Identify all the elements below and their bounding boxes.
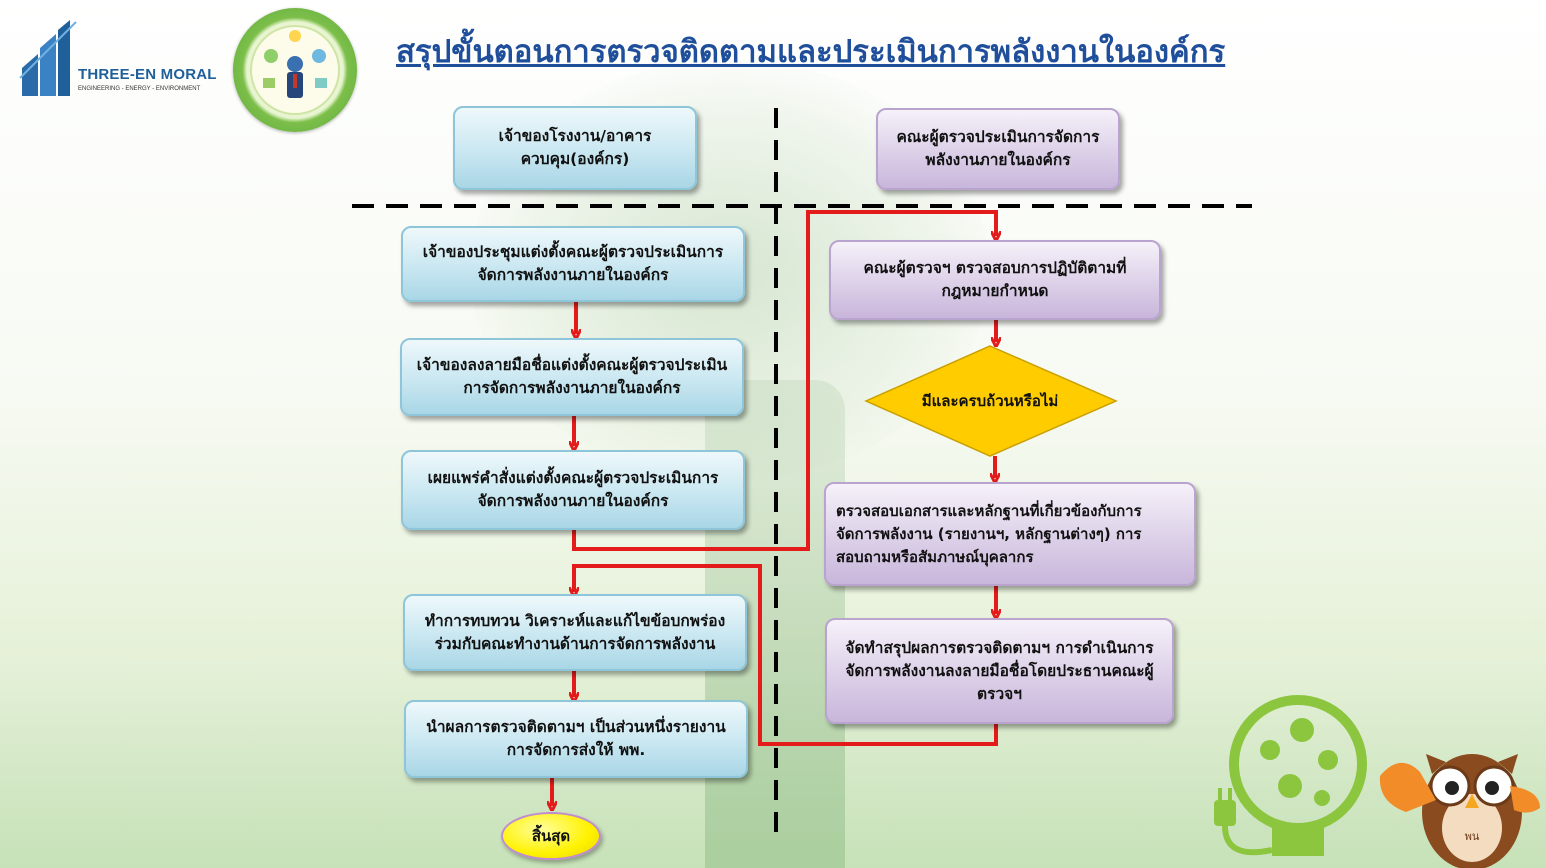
plug-icon <box>1214 788 1273 856</box>
company-logo: THREE-EN MORAL ENGINEERING - ENERGY - EN… <box>18 18 233 100</box>
energy-emblem-icon <box>233 8 357 132</box>
page-title: สรุปขั้นตอนการตรวจติดตามและประเมินการพลั… <box>396 34 1226 70</box>
right-step-2: ตรวจสอบเอกสารและหลักฐานที่เกี่ยวข้องกับก… <box>824 482 1196 586</box>
brand-name: THREE-EN MORAL <box>78 66 217 83</box>
right-step-1-label: คณะผู้ตรวจฯ ตรวจสอบการปฏิบัติตามที่กฎหมา… <box>863 259 1127 300</box>
arrow-left3-to-right1 <box>572 210 996 551</box>
lane-header-owner-label: เจ้าของโรงงาน/อาคารควบคุม(องค์กร) <box>498 127 652 168</box>
left-step-4-label: ทำการทบทวน วิเคราะห์และแก้ไขข้อบกพร่องร่… <box>424 611 726 653</box>
lane-header-auditors: คณะผู้ตรวจประเมินการจัดการพลังงานภายในอง… <box>876 108 1120 190</box>
decision-label: มีและครบถ้วนหรือไม่ <box>921 391 1059 410</box>
lane-header-owner: เจ้าของโรงงาน/อาคารควบคุม(องค์กร) <box>453 106 697 190</box>
end-label: สิ้นสุด <box>531 827 571 845</box>
left-step-1: เจ้าของประชุมแต่งตั้งคณะผู้ตรวจประเมินกา… <box>401 226 745 302</box>
left-step-3: เผยแพร่คำสั่งแต่งตั้งคณะผู้ตรวจประเมินกา… <box>401 450 745 530</box>
right-step-3-label: จัดทำสรุปผลการตรวจติดตามฯ การดำเนินการจั… <box>845 638 1154 703</box>
lane-header-auditors-label: คณะผู้ตรวจประเมินการจัดการพลังงานภายในอง… <box>896 128 1100 169</box>
right-step-2-label: ตรวจสอบเอกสารและหลักฐานที่เกี่ยวข้องกับก… <box>836 501 1142 566</box>
left-step-5-label: นำผลการตรวจติดตามฯ เป็นส่วนหนึ่งรายงานกา… <box>426 718 726 759</box>
arrow-right3-to-left4 <box>574 564 998 746</box>
right-step-3: จัดทำสรุปผลการตรวจติดตามฯ การดำเนินการจั… <box>825 618 1174 724</box>
brand-tagline: ENGINEERING - ENERGY - ENVIRONMENT <box>78 86 201 92</box>
left-step-2: เจ้าของลงลายมือชื่อแต่งตั้งคณะผู้ตรวจประ… <box>400 338 744 416</box>
eco-bulb-icon <box>1229 695 1367 856</box>
mascot-badge: พน <box>1465 830 1480 843</box>
decision-diamond <box>864 345 1118 457</box>
left-step-5: นำผลการตรวจติดตามฯ เป็นส่วนหนึ่งรายงานกา… <box>404 700 748 778</box>
end-terminator: สิ้นสุด <box>501 812 601 860</box>
left-step-2-label: เจ้าของลงลายมือชื่อแต่งตั้งคณะผู้ตรวจประ… <box>416 356 728 397</box>
left-step-1-label: เจ้าของประชุมแต่งตั้งคณะผู้ตรวจประเมินกา… <box>422 243 724 284</box>
owl-mascot-icon: พน <box>1214 695 1540 868</box>
left-step-3-label: เผยแพร่คำสั่งแต่งตั้งคณะผู้ตรวจประเมินกา… <box>427 469 719 510</box>
right-step-1: คณะผู้ตรวจฯ ตรวจสอบการปฏิบัติตามที่กฎหมา… <box>829 240 1161 320</box>
left-step-4: ทำการทบทวน วิเคราะห์และแก้ไขข้อบกพร่องร่… <box>403 594 747 671</box>
enenen-logo-icon <box>19 20 77 96</box>
